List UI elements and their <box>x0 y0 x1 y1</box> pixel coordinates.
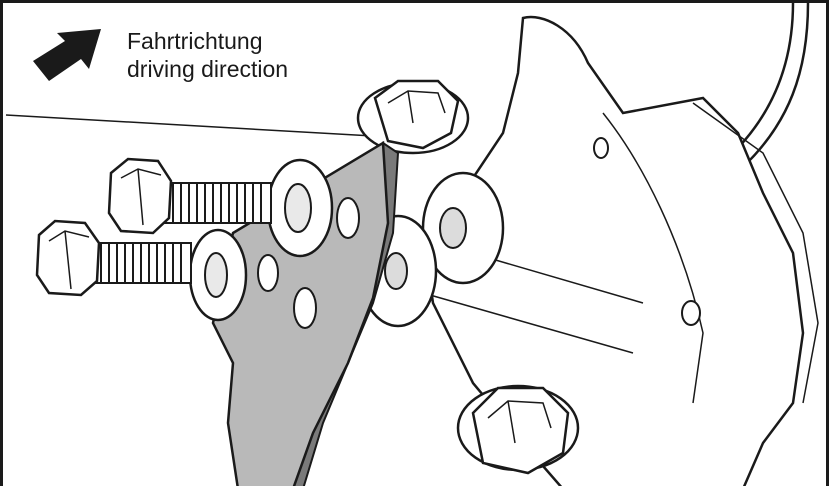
reference-line <box>5 114 374 137</box>
top-hex-nut-face <box>387 90 446 124</box>
upper-bolt <box>107 157 272 235</box>
washer-upper-hole <box>284 183 312 233</box>
boss-lower-inner <box>384 252 408 290</box>
boss-upper-inner <box>439 207 467 249</box>
lower-bolt-head-face <box>48 230 90 290</box>
plate-hole-2 <box>257 254 279 292</box>
direction-label-de: Fahrtrichtung <box>127 28 263 54</box>
upper-bolt-thread <box>172 183 262 223</box>
washer-lower-hole <box>204 252 228 298</box>
bracket-body <box>421 15 805 486</box>
upper-bolt-head-face <box>120 168 162 226</box>
bottom-hex-bolt-face <box>487 400 552 444</box>
arrow-up-right-icon <box>33 29 101 81</box>
plate-hole-1 <box>336 197 360 239</box>
direction-label-en: driving direction <box>127 56 289 82</box>
bracket-hole-right <box>681 300 701 326</box>
mounting-illustration <box>5 3 819 486</box>
cable-inner <box>744 3 810 166</box>
lower-bolt-thread <box>100 243 182 283</box>
bracket-hole-top <box>593 137 609 159</box>
upper-bolt-shank <box>162 182 272 224</box>
plate-hole-3 <box>293 287 317 329</box>
direction-label: Fahrtrichtung driving direction <box>127 27 288 83</box>
cable <box>732 3 795 154</box>
lower-bolt <box>35 219 192 297</box>
bracket-flange <box>692 102 819 404</box>
